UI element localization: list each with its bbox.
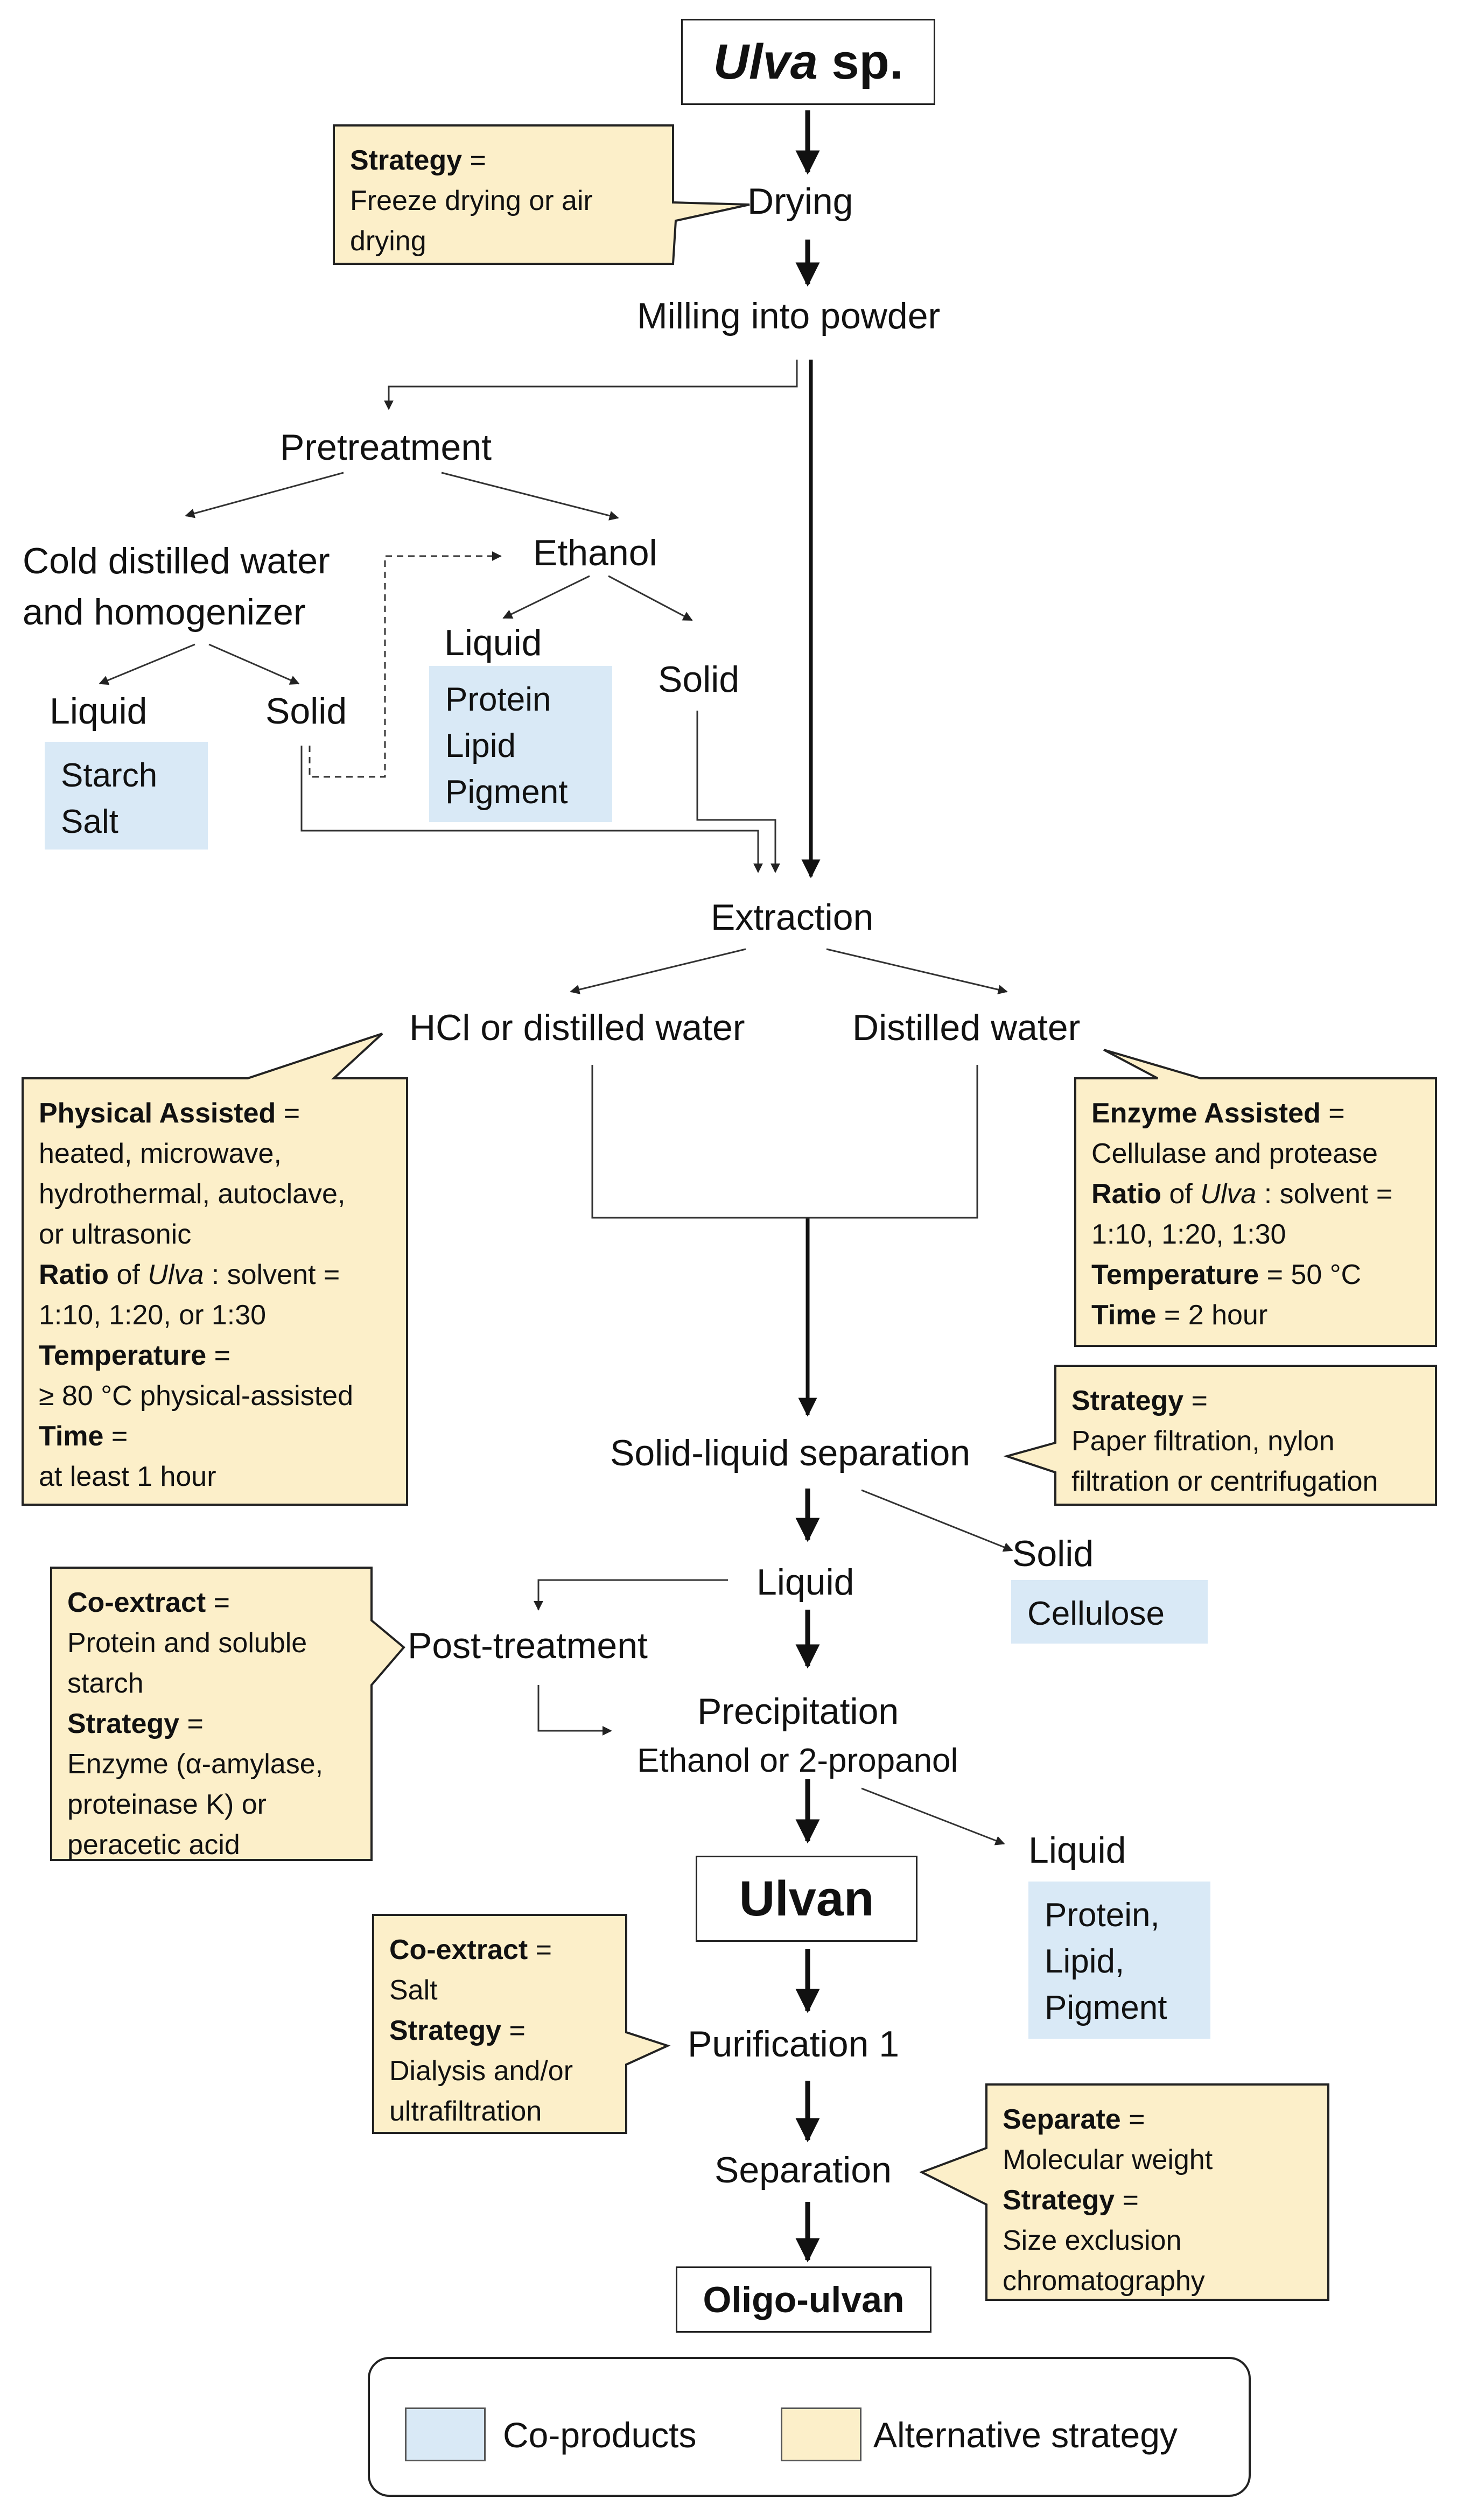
liquid-low-coproducts: Protein, Lipid, Pigment <box>1028 1882 1210 2039</box>
oligo-ulvan-label: Oligo-ulvan <box>703 2279 905 2320</box>
drying-strategy-callout <box>333 124 750 265</box>
post-treatment-step: Post-treatment <box>408 1625 648 1666</box>
oligo-ulvan-box: Oligo-ulvan <box>676 2266 931 2333</box>
legend-coproduct-swatch <box>405 2407 486 2461</box>
coproduct-lipid: Lipid <box>445 727 516 764</box>
legend-coproduct-label: Co-products <box>503 2415 697 2455</box>
enzyme-strategy-callout <box>1074 1049 1437 1347</box>
cold-liquid-step: Liquid <box>50 691 148 732</box>
cold-liquid-coproducts: Starch Salt <box>45 742 208 850</box>
ulvan-box: Ulvan <box>696 1856 917 1942</box>
legend-strategy-swatch <box>781 2407 861 2461</box>
liquid-mid-step: Liquid <box>756 1562 854 1603</box>
purification-note: Co-extract = Salt Strategy = Dialysis an… <box>389 1934 573 2127</box>
coproduct-protein: Protein <box>445 681 551 718</box>
coproduct-pigment-2: Pigment <box>1045 1989 1167 2026</box>
drying-strategy-note: Strategy = Freeze drying or air drying <box>350 145 593 257</box>
cold-water-line-2: and homogenizer <box>23 592 306 633</box>
extraction-step: Extraction <box>711 897 874 938</box>
ethanol-solid-step: Solid <box>658 659 740 700</box>
milling-step: Milling into powder <box>637 296 941 336</box>
post-treatment-strategy-callout <box>50 1567 405 1861</box>
separation-strategy-callout <box>919 2083 1329 2301</box>
legend: Co-products Alternative strategy <box>368 2357 1251 2497</box>
coproduct-protein-2: Protein, <box>1045 1897 1160 1934</box>
purification-step: Purification 1 <box>688 2024 900 2065</box>
solid-liquid-separation-step: Solid-liquid separation <box>610 1433 971 1473</box>
precipitation-solvent: Ethanol or 2-propanol <box>637 1742 958 1779</box>
ulva-title: Ulva sp. <box>713 34 903 89</box>
cellulose-coproduct: Cellulose <box>1011 1580 1208 1644</box>
ethanol-liquid-coproducts: Protein Lipid Pigment <box>429 666 612 822</box>
liquid-low-step: Liquid <box>1028 1830 1126 1871</box>
coproduct-cellulose: Cellulose <box>1027 1595 1165 1632</box>
distilled-water-branch: Distilled water <box>852 1007 1081 1048</box>
precipitation-step: Precipitation <box>697 1691 899 1732</box>
cold-solid-step: Solid <box>265 691 347 732</box>
solid-mid-step: Solid <box>1012 1533 1094 1574</box>
separation-note: Separate = Molecular weight Strategy = S… <box>1003 2104 1213 2297</box>
cold-water-line-1: Cold distilled water <box>23 540 330 581</box>
ethanol-liquid-step: Liquid <box>444 622 542 663</box>
enzyme-assisted-note: Enzyme Assisted = Cellulase and protease… <box>1091 1098 1393 1331</box>
legend-strategy-label: Alternative strategy <box>873 2415 1178 2455</box>
pretreatment-step: Pretreatment <box>280 427 492 468</box>
filtration-strategy-callout <box>1003 1365 1437 1506</box>
separation-step: Separation <box>715 2150 892 2191</box>
purification-strategy-callout <box>372 1914 671 2134</box>
physical-assisted-note: Physical Assisted = heated, microwave, h… <box>39 1098 354 1492</box>
physical-strategy-callout <box>22 1033 408 1506</box>
coproduct-starch: Starch <box>61 757 158 794</box>
cold-water-step: Cold distilled water and homogenizer <box>23 536 330 638</box>
coproduct-lipid-2: Lipid, <box>1045 1943 1125 1980</box>
coproduct-pigment: Pigment <box>445 774 568 811</box>
drying-step: Drying <box>747 181 853 222</box>
ulva-title-box: Ulva sp. <box>681 19 935 105</box>
filtration-strategy-note: Strategy = Paper filtration, nylon filtr… <box>1071 1385 1378 1497</box>
ethanol-step: Ethanol <box>533 532 657 573</box>
hcl-branch: HCl or distilled water <box>409 1007 745 1048</box>
post-treatment-note: Co-extract = Protein and soluble starch … <box>67 1587 324 1861</box>
coproduct-salt: Salt <box>61 803 118 840</box>
ulvan-label: Ulvan <box>739 1871 874 1926</box>
